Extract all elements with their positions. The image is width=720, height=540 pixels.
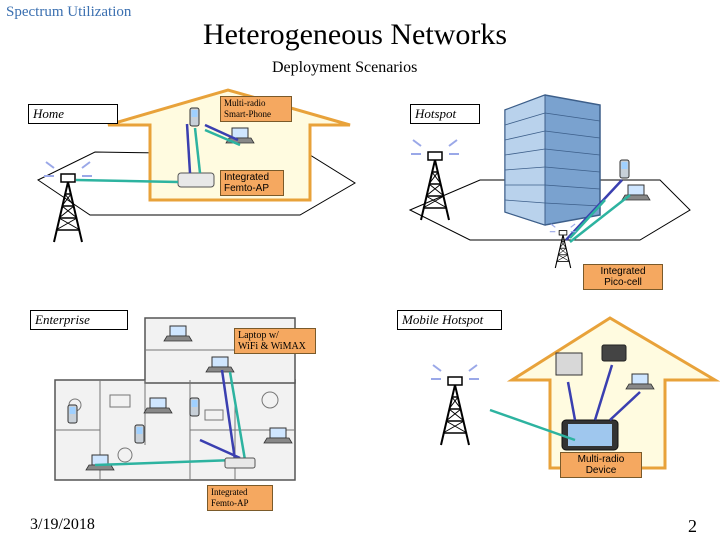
femto-ap-icon xyxy=(177,172,215,188)
callout-line: Pico-cell xyxy=(604,277,642,288)
hotspot-label: Hotspot xyxy=(410,104,480,124)
home-label: Home xyxy=(28,104,118,124)
callout-multi-radio-phone: Multi-radio Smart-Phone xyxy=(220,96,292,122)
footer-date: 3/19/2018 xyxy=(30,516,95,533)
camcorder-icon xyxy=(601,344,627,362)
slide-title-text: Heterogeneous Networks xyxy=(202,18,508,51)
callout-line: Smart-Phone xyxy=(224,109,271,119)
mobile-hotspot-label: Mobile Hotspot xyxy=(397,310,502,330)
enterprise-femto-ap-icon xyxy=(224,457,256,469)
callout-line: Integrated xyxy=(224,172,270,183)
hotspot-phone-icon xyxy=(619,159,630,179)
callout-line: Laptop w/ xyxy=(238,330,279,341)
page-number: 2 xyxy=(688,516,697,536)
callout-line: Device xyxy=(585,465,617,476)
callout-line: Integrated xyxy=(211,487,248,497)
slide-subtitle: Deployment Scenarios xyxy=(272,59,418,76)
home-ground-outline xyxy=(37,151,356,216)
mobile-cell-tower-icon xyxy=(430,364,480,446)
ent-phone-icon-2 xyxy=(67,404,78,424)
ent-phone-icon-3 xyxy=(134,424,145,444)
callout-femto-ap: Integrated Femto-AP xyxy=(220,170,284,196)
home-phone-icon xyxy=(189,107,200,127)
callout-line: Femto-AP xyxy=(224,183,270,194)
callout-multi-radio-device: Multi-radio Device xyxy=(560,452,642,478)
section-header: Spectrum Utilization xyxy=(6,4,132,20)
printer-icon xyxy=(555,352,583,376)
enterprise-label: Enterprise xyxy=(30,310,128,330)
ent-phone-icon-1 xyxy=(189,397,200,417)
callout-enterprise-femto: Integrated Femto-AP xyxy=(207,485,273,511)
hotspot-ground-outline xyxy=(408,179,691,241)
hotspot-cell-tower-icon xyxy=(410,139,460,221)
callout-laptop: Laptop w/ WiFi & WiMAX xyxy=(234,328,316,354)
callout-line: Multi-radio xyxy=(577,454,625,465)
callout-line: Femto-AP xyxy=(211,498,249,508)
callout-line: Multi-radio xyxy=(224,98,266,108)
pico-cell-tower-icon xyxy=(549,223,577,269)
callout-pico-cell: Integrated Pico-cell xyxy=(583,264,663,290)
callout-line: Integrated xyxy=(600,266,646,277)
callout-line: WiFi & WiMAX xyxy=(238,341,306,352)
